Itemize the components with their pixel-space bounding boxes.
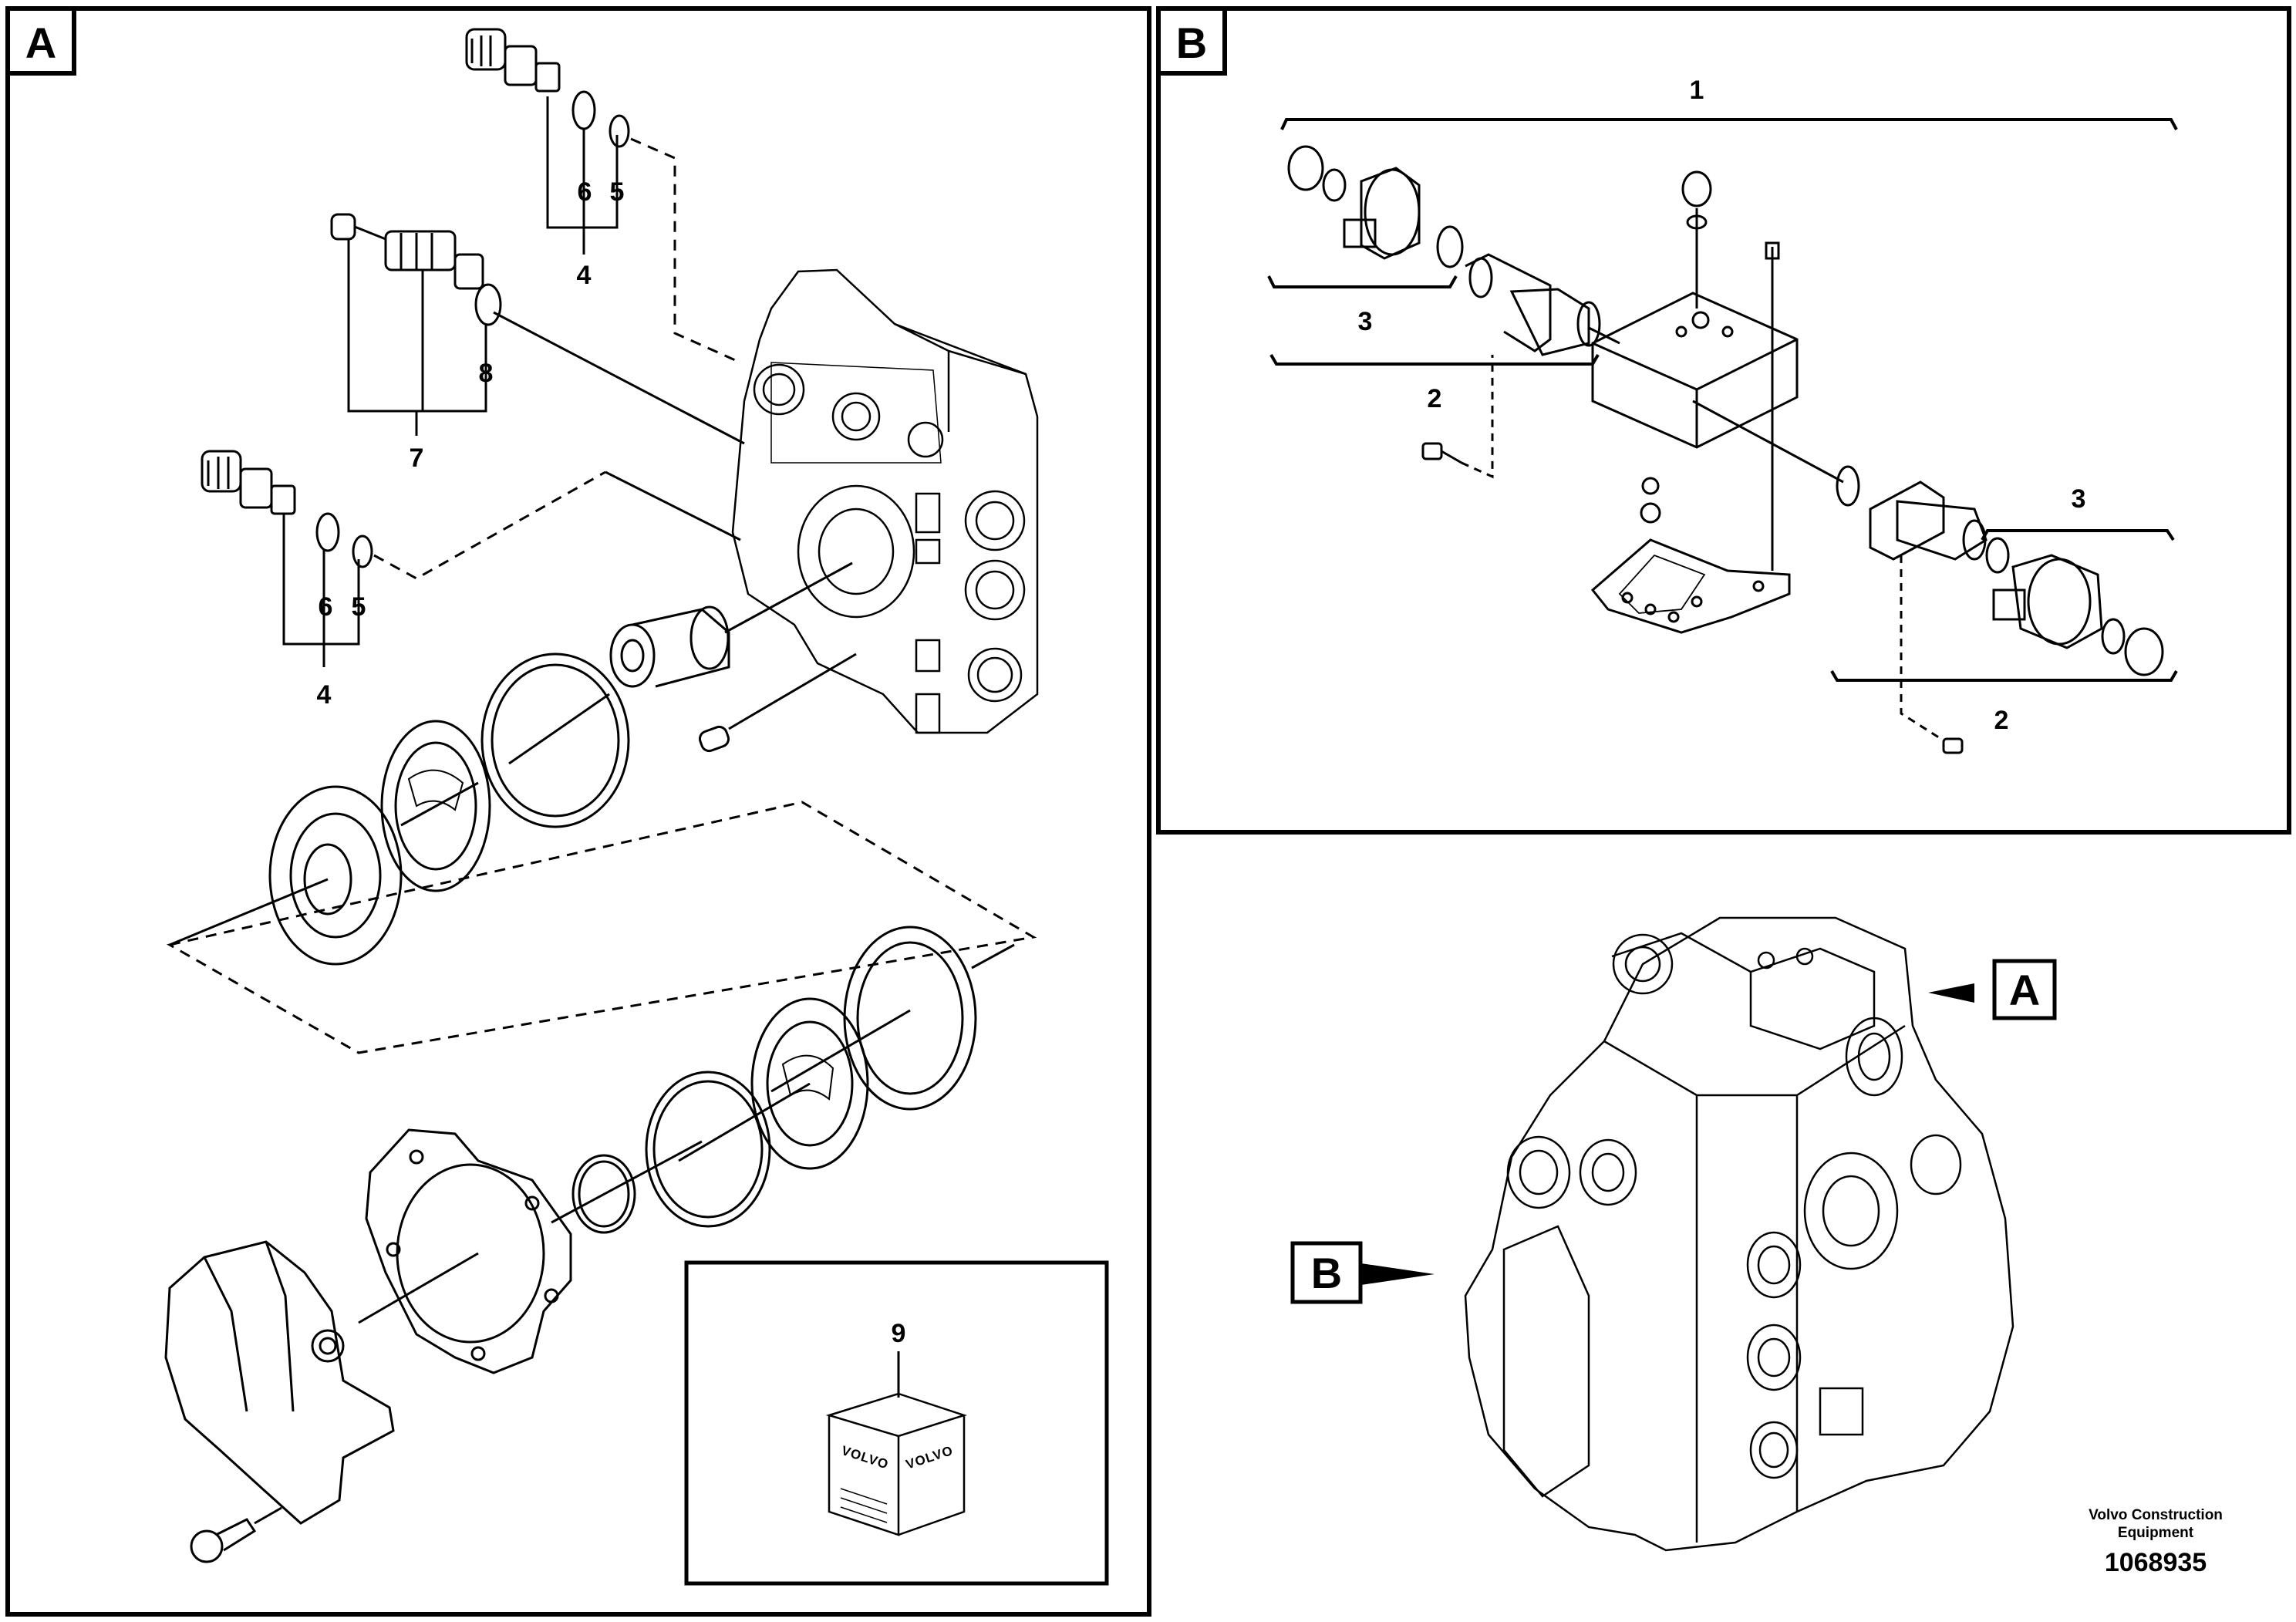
- callout-6-lower: 6: [319, 592, 333, 622]
- volvo-brand-left: VOLVO: [840, 1443, 891, 1472]
- callout-1: 1: [1690, 76, 1704, 105]
- callout-2-left: 2: [1428, 384, 1442, 413]
- panel-b-label: B: [1156, 6, 1227, 76]
- retaining-ring: [645, 1071, 771, 1228]
- callout-5-lower: 5: [352, 592, 366, 622]
- upper-dashed-guide: [630, 137, 741, 364]
- callout-2-right: 2: [1994, 706, 2009, 735]
- callout-3-left: 3: [1358, 307, 1373, 336]
- panel-a-letter: A: [25, 19, 56, 67]
- left-screw-dashed: [1461, 355, 1494, 479]
- block-guide: [1692, 400, 1844, 484]
- overview-pointer-b: B: [1290, 1241, 1435, 1304]
- gasket-guide: [358, 1252, 479, 1324]
- bearing-cup-guide: [971, 943, 1015, 969]
- dashed-outline: [166, 801, 1037, 1054]
- lower-oring-6: [315, 512, 340, 552]
- callout-4-lower: 4: [317, 680, 332, 710]
- callout-6-upper: 6: [578, 177, 592, 207]
- spool-guide: [724, 561, 853, 634]
- panel-b-frame: [1156, 6, 2291, 835]
- gear-ring: [268, 785, 403, 966]
- lower-guide: [605, 470, 741, 541]
- lower-oring-5: [352, 534, 373, 568]
- block-gasket: [1590, 538, 1791, 634]
- port-plate-guide: [400, 781, 479, 827]
- left-valve-body: [1465, 253, 1601, 356]
- pin-guide: [728, 653, 857, 730]
- overview-letter-a: A: [2009, 966, 2040, 1014]
- panel-a-label: A: [5, 6, 76, 76]
- callout-8: 8: [479, 359, 494, 388]
- callout-7: 7: [410, 443, 424, 473]
- right-solenoid: [1985, 537, 2164, 676]
- relief-valve: [330, 213, 484, 290]
- panel-a-frame: [5, 6, 1151, 1617]
- bracket-2-left: [1269, 353, 1600, 366]
- callout-3-right: 3: [2072, 484, 2086, 514]
- middle-oring-8: [474, 283, 502, 326]
- company-line-2: Equipment: [2118, 1525, 2194, 1541]
- footer: Volvo Construction Equipment 1068935: [2089, 1507, 2223, 1577]
- gear-guide: [169, 878, 329, 946]
- upper-oring-6: [571, 90, 596, 130]
- panel-a: A 6 5 4 8 7: [5, 6, 1151, 1617]
- snap-ring-guide: [508, 693, 610, 765]
- bearing-cup: [843, 926, 977, 1111]
- valve-plate-guide: [678, 1082, 811, 1162]
- upper-sensor: [465, 28, 561, 93]
- callout-4-upper: 4: [577, 261, 592, 290]
- bolt-guide: [254, 1506, 282, 1525]
- right-valve-body: [1836, 465, 1988, 561]
- bracket-3-left: [1267, 275, 1458, 288]
- port-plate: [380, 720, 491, 892]
- panel-b-letter: B: [1176, 19, 1207, 67]
- pump-overview: [1464, 916, 2014, 1552]
- overview-pointer-a: A: [1928, 959, 2057, 1020]
- control-block: [1591, 170, 1799, 524]
- volvo-package-icon: VOLVO VOLVO: [825, 1392, 968, 1536]
- valve-housing: [731, 268, 1039, 734]
- callout-9: 9: [892, 1319, 906, 1348]
- bracket-3-right: [1981, 529, 2175, 541]
- overview-letter-b: B: [1311, 1249, 1342, 1297]
- spool-shaft: [609, 605, 730, 688]
- end-cover: [164, 1240, 395, 1525]
- circlip: [571, 1154, 636, 1234]
- drawing-number: 1068935: [2105, 1548, 2207, 1577]
- circlip-guide: [551, 1140, 703, 1224]
- middle-leader: [347, 239, 487, 436]
- callout-5-upper: 5: [610, 177, 625, 207]
- pin: [698, 725, 730, 753]
- panel-b: B 1 3 2: [1156, 6, 2291, 835]
- left-screw: [1421, 442, 1462, 464]
- company-line-1: Volvo Construction: [2089, 1507, 2223, 1523]
- cover-gasket: [365, 1128, 572, 1374]
- bracket-1: [1280, 118, 2178, 130]
- lower-sensor: [201, 450, 296, 515]
- lower-leader: [282, 513, 360, 667]
- left-solenoid: [1287, 145, 1464, 268]
- left-valve-guide: [1588, 326, 1620, 345]
- right-screw: [1942, 737, 1964, 754]
- middle-guide: [493, 311, 745, 445]
- lower-dashed-guide: [373, 470, 606, 580]
- right-dashed: [1900, 555, 1944, 742]
- bearing-cup-guide-2: [770, 1009, 911, 1093]
- cover-bolt: [190, 1518, 257, 1563]
- kit-box: 9 VOLVO VOLVO: [684, 1260, 1109, 1586]
- upper-leader: [546, 96, 619, 255]
- bracket-2-right: [1830, 669, 2178, 682]
- upper-oring-5: [609, 114, 630, 148]
- snap-ring: [480, 653, 630, 828]
- volvo-brand-right: VOLVO: [904, 1443, 955, 1472]
- valve-plate: [750, 997, 869, 1170]
